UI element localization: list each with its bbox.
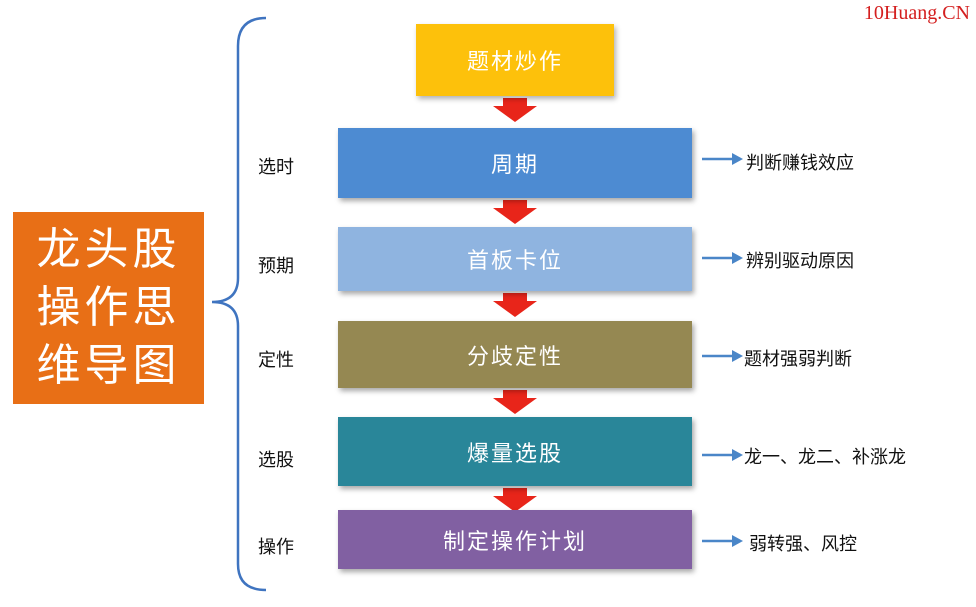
stage-label-timing: 选时 bbox=[258, 157, 294, 178]
arrow-down-5 bbox=[493, 488, 537, 512]
note-profit-effect: 判断赚钱效应 bbox=[746, 153, 854, 174]
arrow-down-3 bbox=[493, 293, 537, 317]
watermark: 10Huang.CN bbox=[863, 2, 970, 24]
plan-label: 制定操作计划 bbox=[442, 529, 587, 555]
arrow-down-4 bbox=[493, 390, 537, 414]
arrow-down-1 bbox=[493, 98, 537, 122]
cycle-label: 周期 bbox=[490, 153, 539, 178]
curly-brace bbox=[211, 16, 267, 592]
arrow-right-3 bbox=[702, 350, 743, 362]
topic-hype-label: 题材炒作 bbox=[466, 50, 563, 75]
volume-pick-label: 爆量选股 bbox=[466, 441, 563, 467]
plan-box: 制定操作计划 bbox=[338, 510, 692, 569]
right-arrows bbox=[702, 153, 743, 547]
note-driving-cause: 辨别驱动原因 bbox=[746, 251, 854, 272]
arrow-down-2 bbox=[493, 200, 537, 224]
stage-label-stock-pick: 选股 bbox=[258, 450, 294, 471]
arrow-right-2 bbox=[702, 252, 743, 264]
first-board-label: 首板卡位 bbox=[466, 249, 563, 274]
stage-label-expectation: 预期 bbox=[258, 256, 294, 277]
note-risk-control: 弱转强、风控 bbox=[749, 534, 857, 555]
volume-pick-box: 爆量选股 bbox=[338, 417, 692, 486]
note-topic-strength: 题材强弱判断 bbox=[744, 349, 852, 370]
arrow-right-1 bbox=[702, 153, 743, 165]
first-board-box: 首板卡位 bbox=[338, 227, 692, 291]
mindmap-title: 龙头股操作思维导图 bbox=[36, 224, 181, 391]
arrow-right-5 bbox=[702, 535, 743, 547]
stage-label-nature: 定性 bbox=[258, 350, 294, 371]
divergence-box: 分歧定性 bbox=[338, 321, 692, 388]
stage-label-operation: 操作 bbox=[258, 537, 294, 558]
note-leaders: 龙一、龙二、补涨龙 bbox=[744, 447, 906, 468]
divergence-label: 分歧定性 bbox=[466, 344, 563, 370]
arrow-right-4 bbox=[702, 449, 743, 461]
topic-hype-box: 题材炒作 bbox=[416, 24, 614, 96]
cycle-box: 周期 bbox=[338, 128, 692, 198]
mindmap-title-box: 龙头股操作思维导图 bbox=[13, 212, 204, 404]
down-arrows bbox=[493, 98, 537, 512]
